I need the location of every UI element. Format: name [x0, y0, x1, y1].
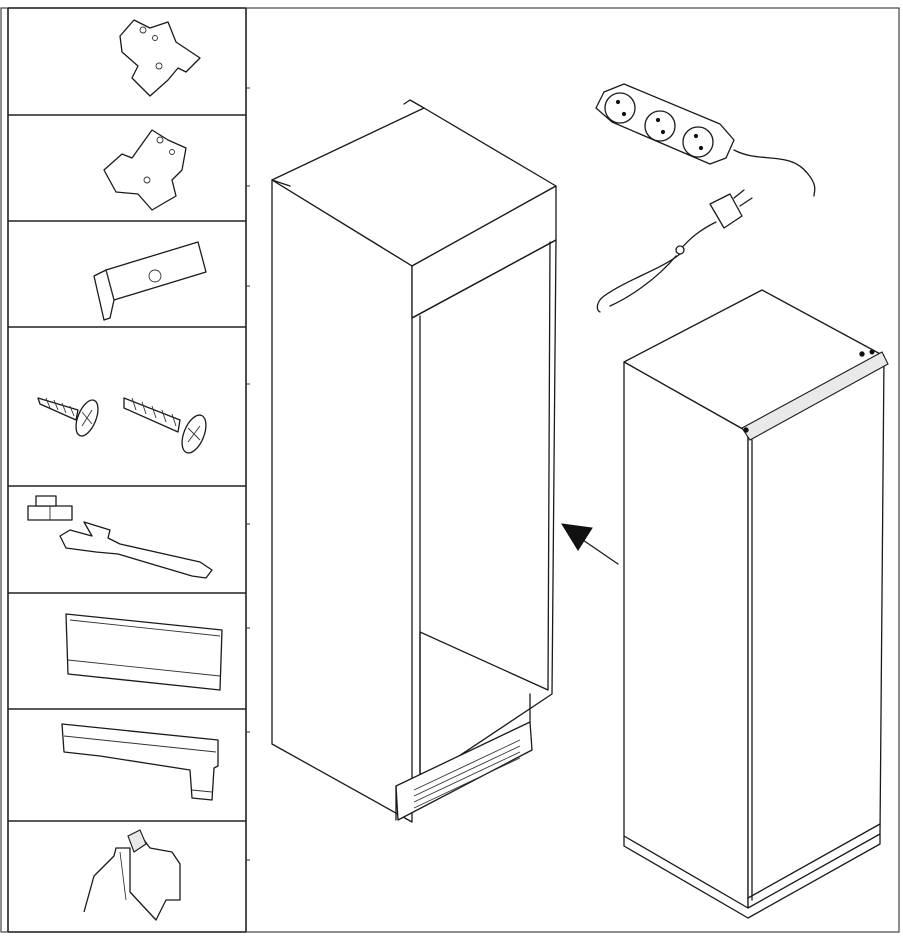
mounting-plate-a-icon	[119, 19, 201, 97]
screws-icon	[37, 397, 207, 454]
fridge-side	[623, 361, 749, 909]
cabinet-plinth-vent	[395, 721, 533, 821]
diagram-frame	[0, 7, 900, 933]
spacer-bracket-icon	[93, 241, 207, 321]
plug-cable-icon	[596, 189, 753, 313]
screw-right-icon	[123, 397, 207, 454]
angled-trim-icon	[61, 723, 219, 801]
spanner-and-nut-icon	[27, 495, 213, 579]
trim-strip-icon	[65, 613, 223, 691]
built-in-fridge	[623, 289, 889, 919]
fridge-top-rail	[741, 351, 889, 441]
cabinet-side-panel	[271, 179, 413, 823]
panel-tick-marks	[246, 87, 250, 861]
mounting-plate-b-icon	[103, 129, 187, 211]
housing-cabinet	[271, 99, 557, 823]
parts-panel	[7, 7, 247, 933]
power-strip-icon	[595, 83, 816, 197]
seal-profile-icon	[83, 829, 181, 921]
insert-direction-arrow	[561, 523, 619, 565]
screw-left-icon	[37, 397, 99, 437]
fridge-door	[747, 355, 885, 909]
